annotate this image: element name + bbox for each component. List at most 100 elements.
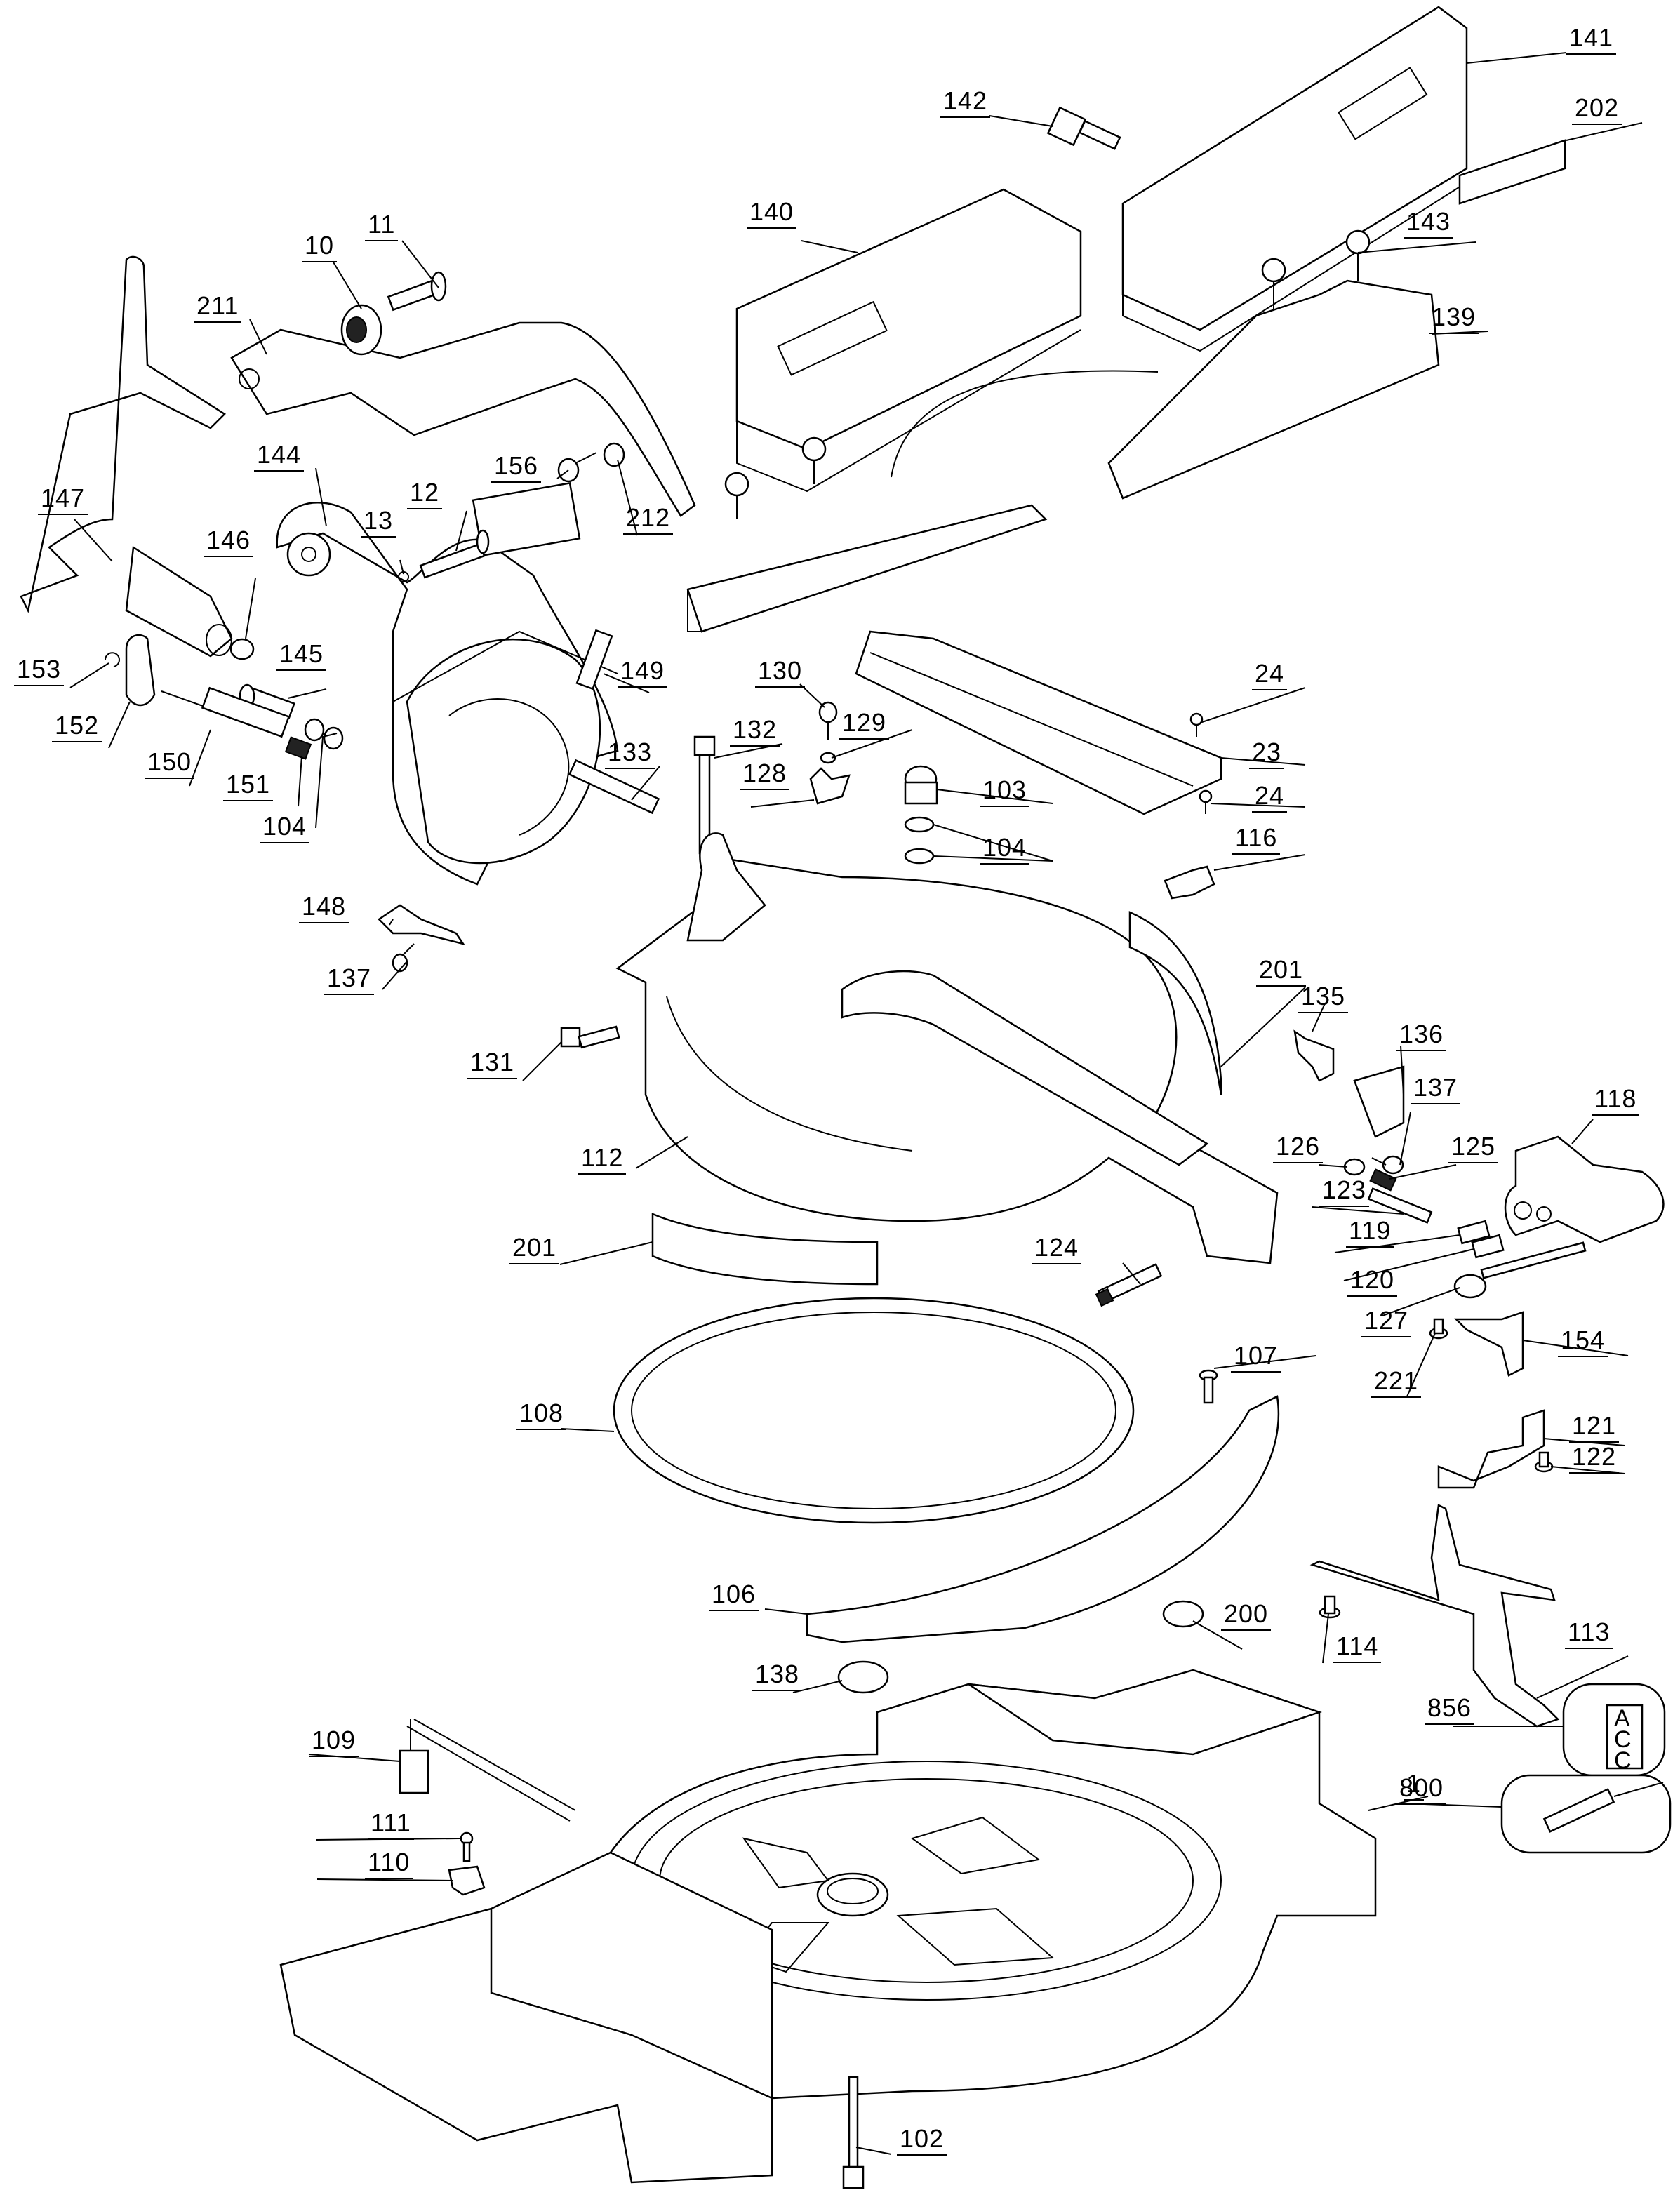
callout-138: 138 bbox=[752, 1662, 803, 1691]
part-133-pin bbox=[568, 759, 660, 815]
callout-128: 128 bbox=[740, 761, 790, 790]
part-24-screw-b bbox=[1199, 789, 1213, 814]
part-123-rod bbox=[1367, 1187, 1433, 1224]
part-fence-base-left bbox=[686, 504, 1048, 633]
part-112-upper-guard bbox=[615, 832, 1279, 1264]
callout-149: 149 bbox=[618, 658, 668, 688]
part-122-screw bbox=[1534, 1451, 1554, 1473]
part-144-arm-housing bbox=[276, 482, 619, 886]
part-212-washer bbox=[603, 442, 625, 467]
part-104-washers-left bbox=[304, 718, 344, 750]
callout-126: 126 bbox=[1273, 1134, 1324, 1163]
callout-150: 150 bbox=[145, 749, 195, 779]
part-143-pins bbox=[724, 229, 1371, 519]
callout-106: 106 bbox=[709, 1582, 759, 1611]
part-126-washer bbox=[1343, 1158, 1366, 1176]
part-136-cover bbox=[1353, 1065, 1405, 1138]
part-108-ring bbox=[613, 1297, 1135, 1524]
part-10-bearing bbox=[340, 304, 382, 356]
callout-140: 140 bbox=[747, 199, 797, 229]
part-110-clip bbox=[448, 1865, 486, 1896]
callout-112: 112 bbox=[578, 1145, 627, 1175]
callout-111: 111 bbox=[368, 1810, 414, 1840]
callout-856: 856 bbox=[1425, 1695, 1475, 1725]
part-125-spring bbox=[1369, 1168, 1397, 1192]
callout-141: 141 bbox=[1566, 25, 1617, 55]
part-154-spring-plate bbox=[1453, 1311, 1524, 1377]
part-121-bracket bbox=[1437, 1409, 1545, 1489]
part-11-bolt bbox=[387, 271, 447, 312]
callout-24a: 24 bbox=[1252, 661, 1288, 690]
callout-137b: 137 bbox=[1411, 1075, 1461, 1104]
part-104-washers-center bbox=[904, 816, 935, 865]
callout-122: 122 bbox=[1569, 1444, 1620, 1474]
callout-118: 118 bbox=[1592, 1086, 1640, 1116]
callout-124: 124 bbox=[1032, 1235, 1082, 1264]
callout-146: 146 bbox=[204, 528, 254, 557]
callout-129: 129 bbox=[839, 710, 890, 740]
callout-221: 221 bbox=[1371, 1368, 1422, 1398]
callout-114: 114 bbox=[1333, 1634, 1382, 1663]
callout-145: 145 bbox=[276, 641, 327, 671]
callout-139: 139 bbox=[1429, 305, 1479, 334]
part-113-lever bbox=[1309, 1504, 1560, 1728]
part-200-label bbox=[1162, 1600, 1204, 1628]
part-221-screw bbox=[1429, 1318, 1448, 1340]
part-103-nut bbox=[904, 765, 938, 805]
part-147-handle bbox=[20, 255, 233, 658]
part-142-knob bbox=[1046, 106, 1121, 150]
part-130-screw bbox=[818, 701, 838, 740]
callout-10: 10 bbox=[302, 233, 338, 262]
leader-lines bbox=[69, 52, 1643, 2155]
callout-127: 127 bbox=[1361, 1308, 1412, 1337]
fence-base-edge bbox=[687, 589, 702, 632]
callout-130: 130 bbox=[755, 658, 806, 688]
callout-123: 123 bbox=[1319, 1177, 1370, 1207]
callout-125: 125 bbox=[1448, 1134, 1499, 1163]
callout-144: 144 bbox=[254, 442, 305, 472]
part-202-label bbox=[1458, 139, 1566, 205]
part-211-bracket bbox=[230, 321, 696, 517]
callout-102: 102 bbox=[897, 2126, 947, 2156]
callout-136: 136 bbox=[1396, 1022, 1447, 1051]
callout-23: 23 bbox=[1249, 740, 1285, 769]
part-156-screw bbox=[557, 452, 597, 483]
callout-201b: 201 bbox=[509, 1235, 560, 1264]
part-137-screw-right bbox=[1371, 1155, 1404, 1175]
acc-letter-a: A bbox=[1614, 1705, 1630, 1732]
callout-113: 113 bbox=[1565, 1620, 1613, 1649]
part-139-fence-base bbox=[1107, 279, 1440, 500]
callout-132: 132 bbox=[730, 717, 780, 747]
callout-133: 133 bbox=[605, 740, 655, 769]
callout-202: 202 bbox=[1572, 95, 1622, 125]
part-140-fence-left bbox=[735, 188, 1082, 493]
part-12-pin bbox=[419, 529, 490, 579]
callout-154: 154 bbox=[1558, 1328, 1608, 1357]
callout-121: 121 bbox=[1569, 1413, 1620, 1443]
inset-800-cord bbox=[1500, 1774, 1672, 1854]
part-24-screw-a bbox=[1189, 712, 1204, 737]
acc-letter-c1: C bbox=[1614, 1726, 1632, 1753]
part-120-block bbox=[1471, 1234, 1505, 1259]
part-1-base bbox=[279, 1669, 1377, 2184]
callout-103: 103 bbox=[980, 778, 1030, 807]
callout-212: 212 bbox=[623, 505, 674, 535]
part-23-throat-plate bbox=[855, 630, 1222, 815]
callout-131: 131 bbox=[467, 1050, 518, 1079]
callout-148: 148 bbox=[299, 894, 349, 923]
part-137-screw-left bbox=[392, 943, 415, 973]
callout-107: 107 bbox=[1231, 1343, 1281, 1373]
part-132-bolt bbox=[693, 735, 716, 855]
callout-152: 152 bbox=[52, 713, 102, 742]
part-150-rod bbox=[161, 686, 291, 738]
part-114-screw bbox=[1319, 1595, 1341, 1619]
part-128-knob bbox=[809, 767, 851, 805]
part-146-washer bbox=[229, 638, 255, 660]
callout-201a: 201 bbox=[1256, 957, 1307, 987]
callout-119: 119 bbox=[1346, 1218, 1394, 1248]
part-149-bolt bbox=[575, 629, 613, 690]
callout-11: 11 bbox=[365, 212, 399, 241]
part-152-lever bbox=[125, 634, 156, 707]
part-129-washer bbox=[820, 752, 836, 764]
